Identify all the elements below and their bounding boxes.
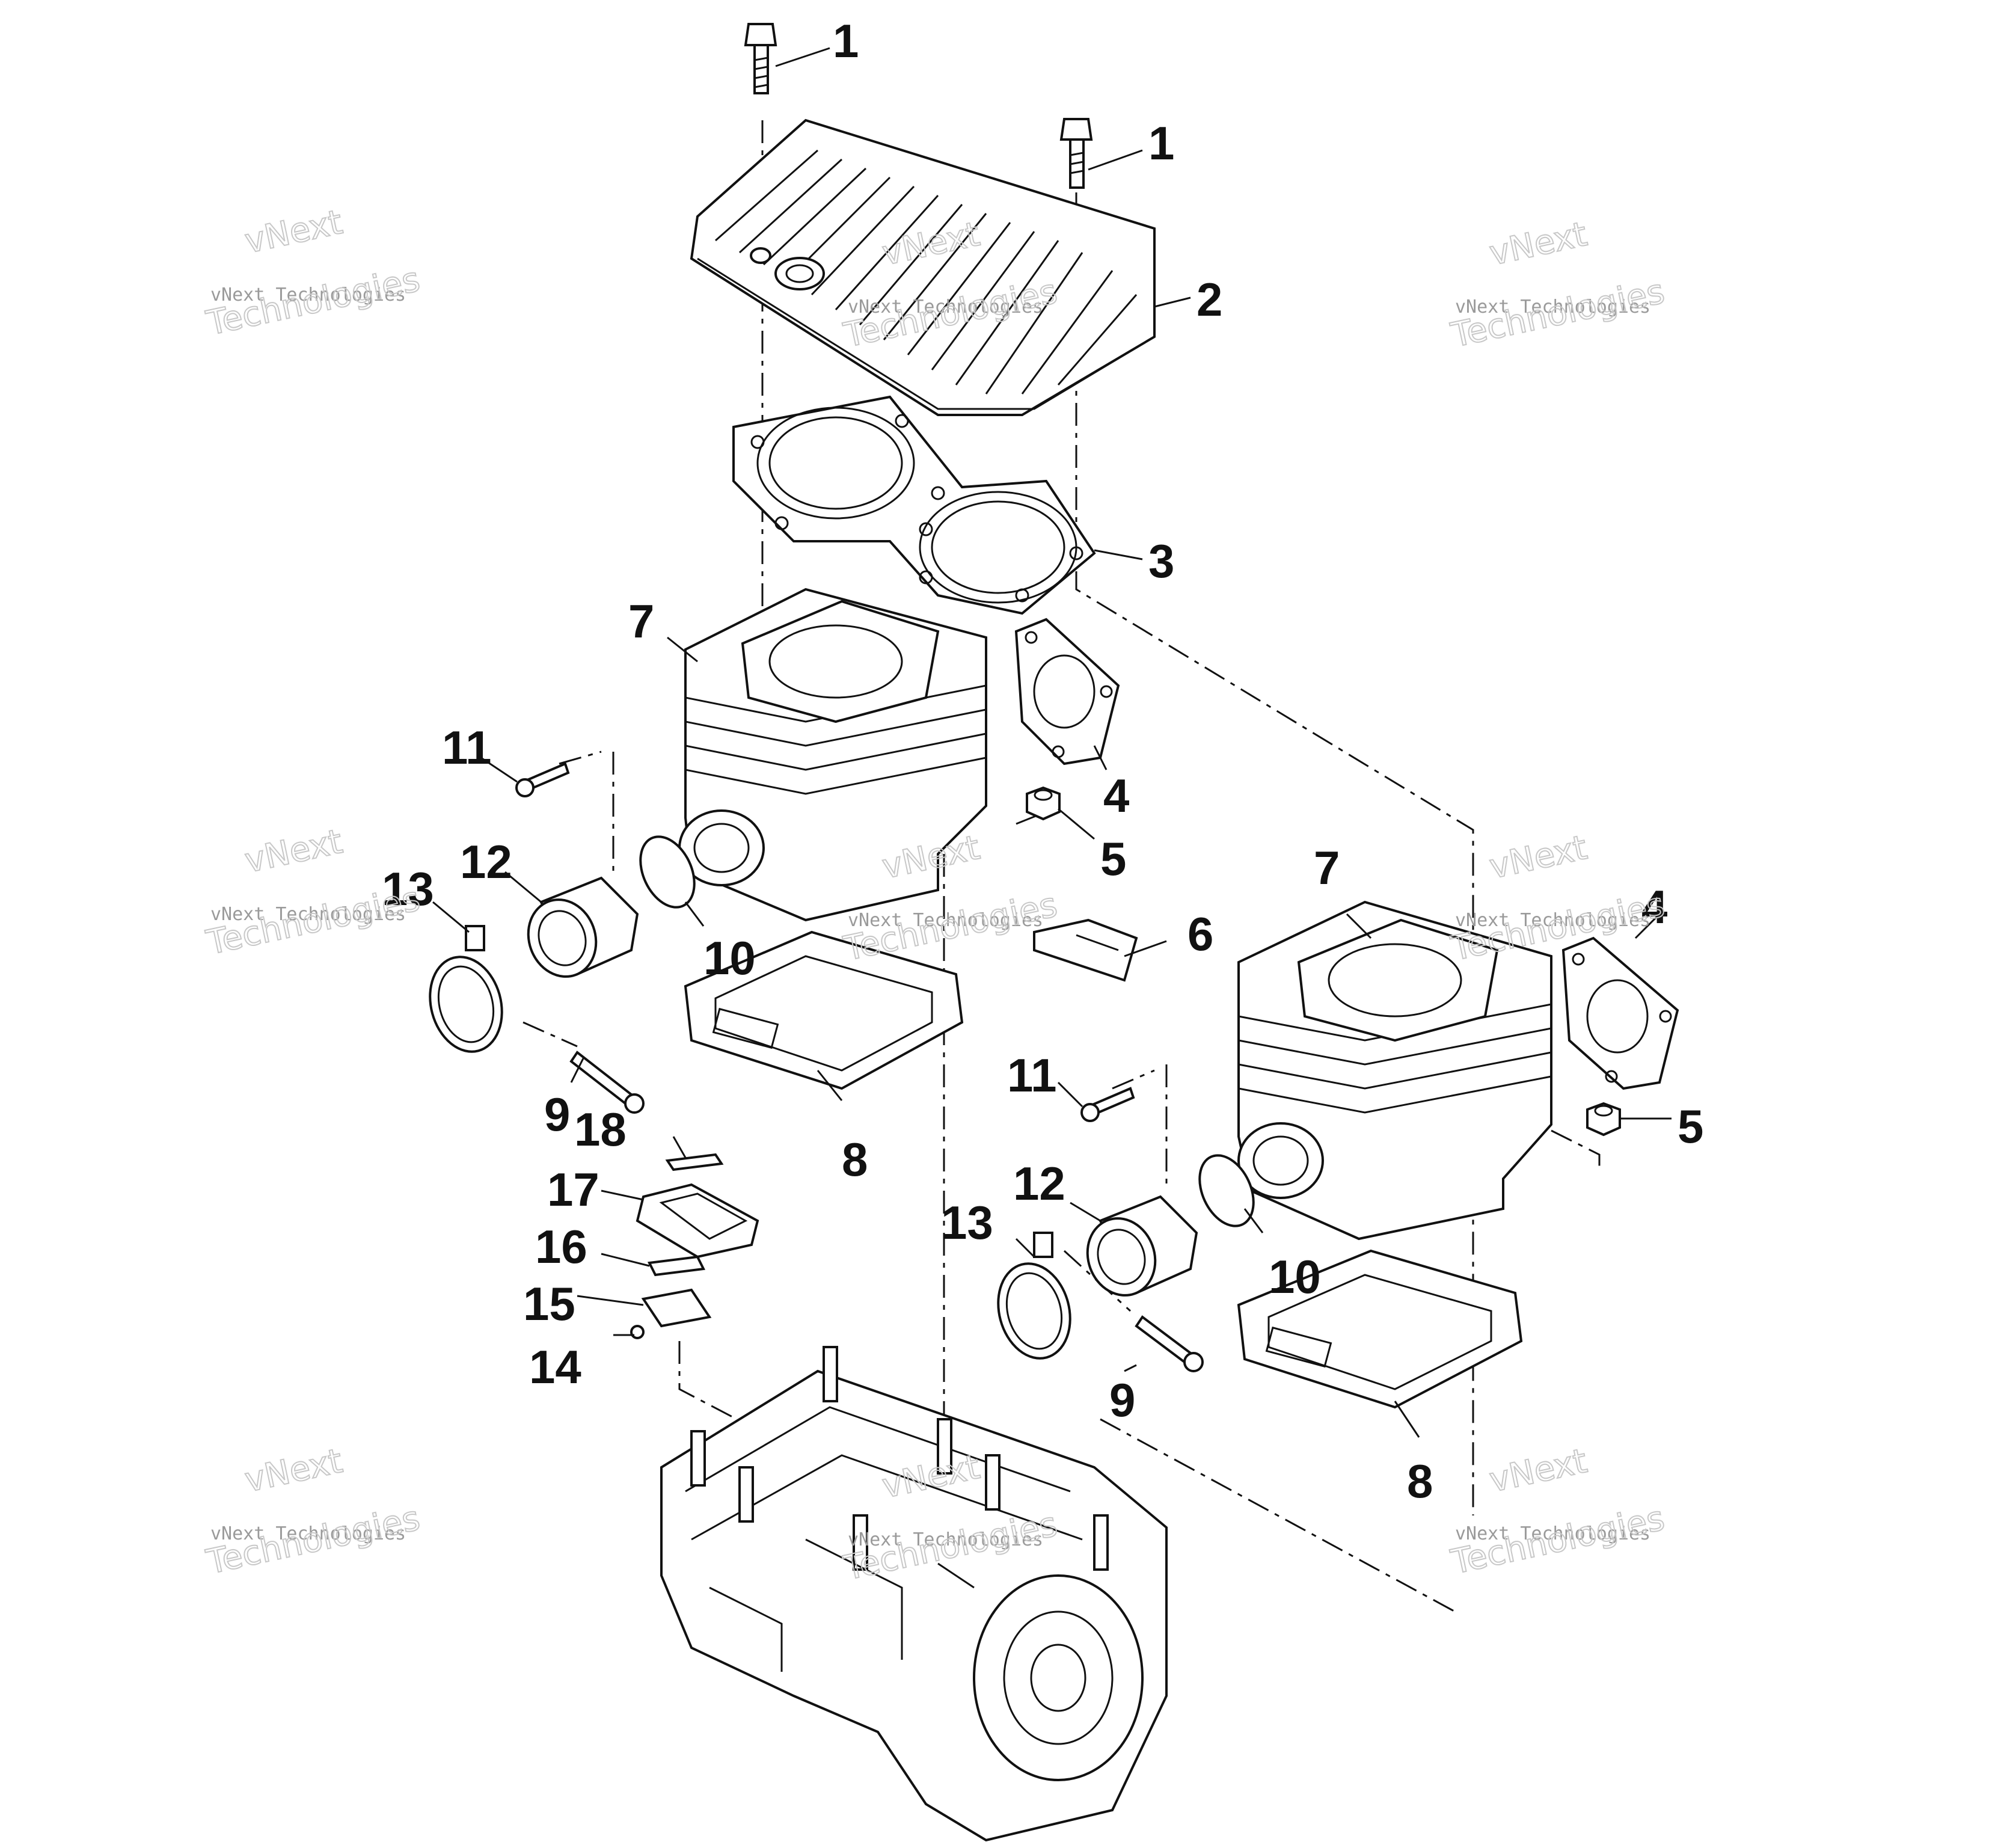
- watermark: vNext vNext Technologies Technologies: [1447, 214, 1669, 356]
- callout-16: 16: [535, 1220, 587, 1273]
- svg-text:Technologies: Technologies: [203, 1499, 423, 1582]
- svg-text:Technologies: Technologies: [1448, 885, 1668, 969]
- svg-text:vNext: vNext: [1486, 828, 1591, 887]
- head-gasket: [732, 395, 1096, 615]
- callout-11: 11: [442, 721, 491, 774]
- clamp-screw: [1135, 1315, 1204, 1372]
- callout-8: 8: [842, 1133, 868, 1186]
- callout-10: 10: [1269, 1250, 1321, 1303]
- watermark: vNext vNext Technologies Technologies: [1447, 1441, 1669, 1583]
- cylinder-head: [690, 118, 1156, 416]
- svg-text:Technologies: Technologies: [1448, 272, 1668, 355]
- callout-13: 13: [941, 1196, 993, 1249]
- callout-14: 14: [529, 1340, 581, 1393]
- watermark: vNext vNext Technologies Technologies: [1447, 827, 1669, 969]
- callout-7: 7: [1314, 841, 1340, 894]
- base-gasket: [684, 930, 964, 1090]
- watermark: vNext vNext Technologies Technologies: [203, 821, 424, 963]
- o-ring: [1198, 1154, 1255, 1227]
- callout-10: 10: [703, 932, 756, 984]
- svg-text:vNext Technologies: vNext Technologies: [210, 904, 406, 925]
- intake-adaptor: [527, 876, 639, 978]
- callout-12: 12: [460, 835, 512, 888]
- callout-13: 13: [382, 862, 434, 915]
- callout-4: 4: [1641, 880, 1667, 933]
- svg-text:vNext Technologies: vNext Technologies: [848, 1529, 1043, 1550]
- svg-text:Technologies: Technologies: [203, 260, 423, 343]
- callout-15: 15: [523, 1277, 575, 1330]
- o-ring: [639, 835, 696, 909]
- callout-labels: 1 1 2 3 4 4 5 5 6 7 7 8 8 9 9 10 10 11 1…: [382, 14, 1703, 1508]
- svg-text:vNext Technologies: vNext Technologies: [1455, 296, 1650, 318]
- svg-text:vNext: vNext: [242, 203, 346, 262]
- intake-adaptor: [1086, 1195, 1198, 1297]
- leader-lines: [432, 47, 1672, 1438]
- callout-7: 7: [628, 595, 654, 648]
- callout-9: 9: [544, 1088, 570, 1141]
- svg-text:vNext Technologies: vNext Technologies: [1455, 910, 1650, 931]
- svg-text:vNext: vNext: [1486, 1441, 1591, 1500]
- callout-12: 12: [1013, 1157, 1065, 1210]
- svg-text:vNext: vNext: [242, 1441, 346, 1500]
- callout-17: 17: [547, 1163, 599, 1216]
- callout-2: 2: [1197, 273, 1222, 326]
- callout-1: 1: [833, 14, 859, 67]
- head-bolt: [744, 23, 777, 94]
- watermark: vNext vNext Technologies Technologies: [203, 202, 424, 344]
- callout-4: 4: [1103, 769, 1129, 822]
- svg-text:Technologies: Technologies: [203, 879, 423, 963]
- cylinder-left: [678, 588, 987, 922]
- hose-clamp: [997, 1232, 1071, 1360]
- svg-text:vNext Technologies: vNext Technologies: [848, 296, 1043, 318]
- callout-11: 11: [1007, 1049, 1056, 1102]
- flange-nut: [1026, 786, 1061, 821]
- svg-text:vNext: vNext: [242, 822, 346, 881]
- svg-text:vNext: vNext: [1486, 215, 1591, 274]
- callout-5: 5: [1100, 832, 1126, 885]
- watermark: vNext vNext Technologies Technologies: [203, 1441, 424, 1583]
- svg-text:vNext Technologies: vNext Technologies: [848, 910, 1043, 931]
- cylinder-right: [1237, 900, 1552, 1241]
- svg-text:vNext Technologies: vNext Technologies: [210, 284, 406, 305]
- head-bolt: [1059, 118, 1093, 189]
- callout-9: 9: [1109, 1374, 1135, 1426]
- callout-5: 5: [1678, 1100, 1703, 1153]
- reed-valve-assembly: [630, 1153, 759, 1339]
- base-gasket: [1237, 1249, 1523, 1409]
- wedge-block: [1033, 918, 1138, 982]
- callout-1: 1: [1148, 117, 1174, 170]
- exhaust-gasket: [1561, 936, 1679, 1090]
- cap-screw: [1080, 1087, 1135, 1122]
- callout-8: 8: [1407, 1455, 1433, 1508]
- cap-screw: [515, 762, 570, 797]
- hose-clamp: [429, 925, 503, 1053]
- svg-text:vNext Technologies: vNext Technologies: [1455, 1523, 1650, 1544]
- flange-nut: [1586, 1102, 1621, 1137]
- callout-18: 18: [574, 1103, 627, 1156]
- callout-6: 6: [1187, 907, 1213, 960]
- svg-text:vNext Technologies: vNext Technologies: [210, 1523, 406, 1544]
- svg-text:Technologies: Technologies: [1448, 1499, 1668, 1582]
- clamp-screw: [569, 1051, 645, 1114]
- exhaust-gasket: [1014, 618, 1120, 766]
- crankcase: [660, 1346, 1168, 1842]
- callout-3: 3: [1148, 535, 1174, 588]
